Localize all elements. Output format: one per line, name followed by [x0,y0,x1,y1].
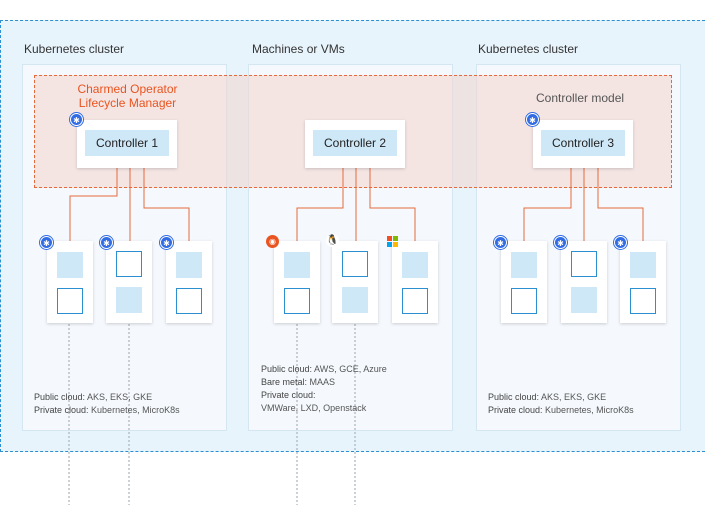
kubernetes-icon: ✱ [614,236,627,249]
unit-outline [116,251,142,277]
workload-node[interactable] [332,241,378,323]
kubernetes-icon: ✱ [554,236,567,249]
note-line: Public cloud: AKS, EKS, GKE [488,392,607,402]
unit-filled [511,252,537,278]
controller-2-card[interactable]: Controller 2 [305,120,405,168]
cos-label-line: Charmed Operator [77,82,178,96]
unit-outline [511,288,537,314]
controller-model-label: Controller model [536,91,625,105]
column-title-left: Kubernetes cluster [24,42,125,56]
unit-filled [571,287,597,313]
note-line: Public cloud: AKS, EKS, GKE [34,392,153,402]
note-line: Private cloud: Kubernetes, MicroK8s [34,405,180,415]
unit-outline [57,288,83,314]
column-title-middle: Machines or VMs [252,42,345,56]
windows-icon [386,235,399,248]
unit-filled [402,252,428,278]
unit-filled [342,287,368,313]
kubernetes-icon: ✱ [100,236,113,249]
linux-tux-icon: 🐧 [326,234,339,247]
note-line: Private cloud: Kubernetes, MicroK8s [488,405,634,415]
kubernetes-icon: ✱ [70,113,83,126]
workload-node[interactable] [47,241,93,323]
ubuntu-icon: ◉ [266,235,279,248]
kubernetes-icon: ✱ [526,113,539,126]
note-line: Private cloud: [261,390,316,400]
unit-outline [402,288,428,314]
unit-filled [176,252,202,278]
unit-filled [284,252,310,278]
cloud-notes-right: Public cloud: AKS, EKS, GKE Private clou… [488,391,634,417]
workload-node[interactable] [501,241,547,323]
note-line: Public cloud: AWS, GCE, Azure [261,364,387,374]
unit-outline [630,288,656,314]
cos-label-line: Lifecycle Manager [78,96,177,110]
unit-outline [342,251,368,277]
cloud-notes-middle: Public cloud: AWS, GCE, Azure Bare metal… [261,363,387,415]
column-title-right: Kubernetes cluster [478,42,579,56]
workload-node[interactable] [106,241,152,323]
unit-outline [284,288,310,314]
workload-node[interactable] [561,241,607,323]
controller-3-label: Controller 3 [541,130,625,156]
controller-1-card[interactable]: Controller 1 [77,120,177,168]
controller-3-card[interactable]: Controller 3 [533,120,633,168]
workload-node[interactable] [392,241,438,323]
unit-outline [176,288,202,314]
controller-1-label: Controller 1 [85,130,169,156]
note-line: VMWare, LXD, Openstack [261,403,367,413]
workload-node[interactable] [166,241,212,323]
kubernetes-icon: ✱ [160,236,173,249]
workload-node[interactable] [620,241,666,323]
controller-2-label: Controller 2 [313,130,397,156]
kubernetes-icon: ✱ [40,236,53,249]
workload-node[interactable] [274,241,320,323]
unit-filled [57,252,83,278]
unit-outline [571,251,597,277]
unit-filled [116,287,142,313]
unit-filled [630,252,656,278]
kubernetes-icon: ✱ [494,236,507,249]
note-line: Bare metal: MAAS [261,377,336,387]
cloud-notes-left: Public cloud: AKS, EKS, GKE Private clou… [34,391,180,417]
